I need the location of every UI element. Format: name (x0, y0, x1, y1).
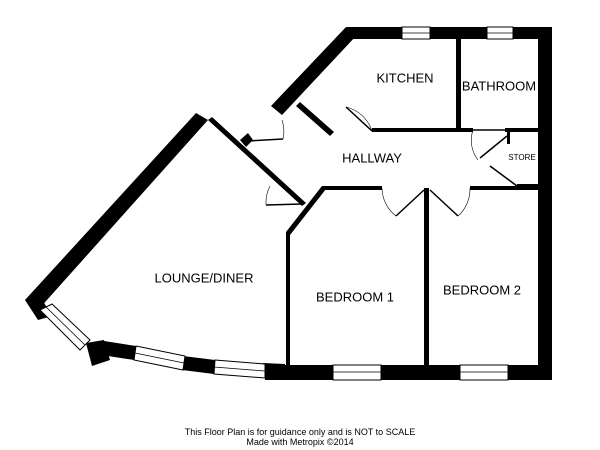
wall-lounge-top (208, 117, 306, 206)
wall-stub-kitchen (296, 102, 334, 136)
wall-kitchen-bottom (372, 128, 461, 132)
wall-bay-3 (262, 363, 285, 380)
label-bedroom2: BEDROOM 2 (443, 282, 521, 297)
wall-bay-corner (86, 340, 110, 366)
wall-store-left (507, 132, 510, 144)
door-bedroom2[interactable] (429, 189, 459, 217)
door-bedroom1[interactable] (395, 189, 425, 217)
window-bay-left (39, 303, 91, 351)
wall-lounge-right-angle (286, 186, 326, 235)
window-bedroom2 (459, 364, 509, 381)
window-bedroom1 (332, 364, 382, 381)
windows (39, 26, 514, 381)
label-lounge: LOUNGE/DINER (155, 270, 254, 285)
wall-bedroom2-top (470, 186, 538, 190)
wall-right (538, 27, 552, 379)
label-kitchen: KITCHEN (376, 70, 433, 85)
label-bathroom: BATHROOM (462, 78, 536, 93)
wall-bay-1 (104, 341, 136, 360)
wall-top (346, 27, 550, 39)
door-entry[interactable] (247, 138, 284, 142)
doors (247, 106, 518, 217)
wall-bay-2 (182, 356, 215, 374)
wall-bedroom-top (322, 186, 382, 190)
label-hallway: HALLWAY (342, 150, 402, 165)
wall-bedroom-divider (424, 188, 429, 366)
label-bedroom1: BEDROOM 1 (316, 289, 394, 304)
wall-kitchen-angle (271, 27, 356, 115)
wall-lounge-angle (25, 113, 208, 310)
footer-credit: Made with Metropix ©2014 (246, 437, 354, 447)
wall-stub-entry (240, 133, 253, 147)
label-store: STORE (508, 153, 535, 162)
wall-bathroom-bottom-r (505, 128, 538, 132)
wall-kitchen-bathroom (456, 39, 461, 132)
wall-bottom (265, 365, 552, 380)
wall-bathroom-bottom (461, 128, 473, 132)
door-kitchen[interactable] (345, 106, 373, 132)
internal-walls (208, 39, 538, 366)
door-store-2[interactable] (489, 165, 518, 187)
wall-lounge-right (286, 232, 290, 366)
door-store[interactable] (479, 135, 508, 159)
footer-disclaimer: This Floor Plan is for guidance only and… (184, 427, 416, 437)
door-lounge[interactable] (265, 203, 303, 206)
